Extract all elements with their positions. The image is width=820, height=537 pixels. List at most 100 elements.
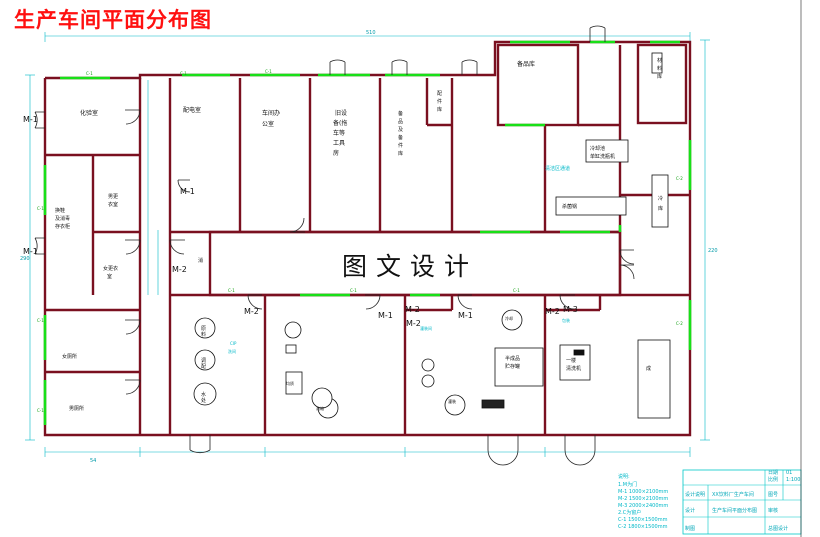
svg-text:清洗机: 清洗机 (566, 365, 581, 372)
svg-text:备: 备 (398, 110, 403, 117)
svg-text:M-2: M-2 (244, 307, 259, 316)
svg-text:制图: 制图 (685, 525, 695, 532)
svg-text:水: 水 (201, 391, 206, 398)
svg-text:CIP: CIP (230, 341, 237, 346)
svg-text:M-3: M-3 (563, 305, 578, 314)
svg-text:M-3 2000×2400mm: M-3 2000×2400mm (618, 503, 668, 509)
svg-text:XX饮料厂生产车间: XX饮料厂生产车间 (712, 491, 754, 498)
svg-text:调: 调 (201, 357, 206, 364)
svg-text:包装: 包装 (562, 317, 570, 323)
svg-text:均质: 均质 (286, 380, 294, 386)
svg-text:室: 室 (107, 273, 112, 280)
svg-text:件: 件 (437, 98, 442, 105)
svg-text:单缸洗瓶机: 单缸洗瓶机 (590, 153, 615, 160)
svg-text:M-1 1000×2100mm: M-1 1000×2100mm (618, 489, 668, 495)
svg-text:C-1: C-1 (265, 69, 272, 74)
svg-text:材: 材 (657, 57, 662, 64)
svg-text:配: 配 (437, 91, 442, 97)
title-block: 设计说明 XX饮料厂生产车间 比例 1:100 设计 生产车间平面分布图 审核 … (685, 470, 800, 532)
svg-text:件: 件 (398, 142, 403, 149)
room-labels: 化验室 配电室 车间办 公室 旧设 备(拖 车等 工具 房 备品库 换鞋 及消毒… (55, 60, 651, 412)
svg-text:浓缩: 浓缩 (316, 405, 324, 411)
svg-text:M-2: M-2 (172, 265, 187, 274)
svg-text:冷: 冷 (658, 195, 663, 202)
center-watermark-label: 图文设计 (342, 252, 478, 281)
dim-bottom: 54 (90, 458, 96, 464)
svg-text:M-2: M-2 (405, 305, 420, 314)
svg-text:M-2: M-2 (545, 307, 560, 316)
svg-text:半成品: 半成品 (505, 355, 520, 362)
svg-text:M-1: M-1 (23, 247, 38, 256)
svg-text:贮存罐: 贮存罐 (505, 363, 520, 370)
svg-text:C-1 1500×1500mm: C-1 1500×1500mm (618, 517, 668, 523)
dim-top: 510 (366, 30, 376, 36)
svg-text:配电室: 配电室 (183, 106, 201, 114)
svg-text:M-2: M-2 (406, 319, 421, 328)
svg-text:备品库: 备品库 (517, 60, 535, 68)
svg-text:生产车间平面分布图: 生产车间平面分布图 (712, 507, 757, 514)
svg-text:C-2: C-2 (676, 176, 683, 181)
svg-text:C-1: C-1 (350, 288, 357, 293)
svg-text:存衣柜: 存衣柜 (55, 223, 70, 230)
svg-text:C-1: C-1 (37, 408, 44, 413)
svg-text:化验室: 化验室 (80, 109, 98, 117)
svg-text:处: 处 (201, 397, 206, 404)
svg-text:品: 品 (398, 119, 403, 125)
svg-text:库: 库 (657, 73, 662, 80)
svg-text:M-2 1500×2100mm: M-2 1500×2100mm (618, 496, 668, 502)
svg-text:一楼: 一楼 (566, 357, 576, 364)
svg-text:料: 料 (201, 331, 206, 338)
svg-text:C-2 1800×1500mm: C-2 1800×1500mm (618, 524, 668, 530)
drawing-title: 生产车间平面分布图 (14, 7, 212, 32)
svg-text:车等: 车等 (333, 129, 345, 137)
dim-right: 220 (708, 248, 718, 254)
svg-text:衣室: 衣室 (108, 201, 118, 208)
svg-text:及: 及 (398, 127, 403, 133)
walls (43, 40, 692, 437)
svg-text:C-1: C-1 (180, 71, 187, 76)
svg-text:料: 料 (657, 65, 662, 72)
svg-text:M-1: M-1 (23, 115, 38, 124)
dim-left: 290 (20, 256, 30, 262)
svg-text:洗间: 洗间 (228, 348, 236, 354)
svg-text:2.C为窗户: 2.C为窗户 (618, 509, 641, 516)
svg-text:比例: 比例 (768, 476, 778, 483)
svg-text:公室: 公室 (262, 120, 274, 128)
svg-text:设计说明: 设计说明 (685, 491, 705, 498)
svg-text:C-1: C-1 (86, 71, 93, 76)
windows (43, 40, 692, 425)
svg-text:男更: 男更 (108, 194, 118, 200)
svg-text:C-1: C-1 (228, 288, 235, 293)
svg-text:换鞋: 换鞋 (55, 207, 65, 214)
svg-text:及消毒: 及消毒 (55, 215, 70, 222)
svg-text:旧设: 旧设 (335, 109, 347, 117)
legend: 说明: 1.M为门 M-1 1000×2100mm M-2 1500×2100m… (618, 473, 668, 530)
svg-text:灌装间: 灌装间 (420, 325, 432, 331)
svg-text:备(拖: 备(拖 (333, 119, 347, 127)
svg-text:M-1: M-1 (458, 311, 473, 320)
svg-text:灌装: 灌装 (448, 398, 456, 404)
svg-text:冷却池: 冷却池 (590, 145, 605, 152)
svg-text:女更衣: 女更衣 (103, 265, 118, 272)
svg-text:1.M为门: 1.M为门 (618, 481, 637, 488)
svg-text:车间办: 车间办 (262, 109, 280, 117)
svg-text:总图设计: 总图设计 (768, 525, 788, 532)
svg-text:C-2: C-2 (676, 321, 683, 326)
svg-text:C-1: C-1 (513, 288, 520, 293)
dimension-lines (25, 32, 710, 457)
svg-text:工具: 工具 (333, 140, 345, 147)
svg-text:原: 原 (201, 326, 206, 332)
equipment (193, 52, 671, 419)
svg-text:图号: 图号 (768, 492, 778, 498)
svg-text:设计: 设计 (685, 507, 695, 514)
svg-text:01: 01 (786, 470, 792, 476)
svg-text:清洁区通道: 清洁区通道 (545, 165, 570, 172)
svg-text:审核: 审核 (768, 507, 778, 514)
svg-text:配: 配 (201, 364, 206, 370)
door-tags: M-1 M-1 M-1 M-2 M-2 M-1 M-2 M-2 M-1 M-2 … (23, 115, 578, 328)
svg-text:成: 成 (646, 365, 651, 372)
svg-text:女厕所: 女厕所 (62, 353, 77, 360)
doors (34, 25, 635, 466)
svg-text:日期: 日期 (768, 470, 778, 476)
